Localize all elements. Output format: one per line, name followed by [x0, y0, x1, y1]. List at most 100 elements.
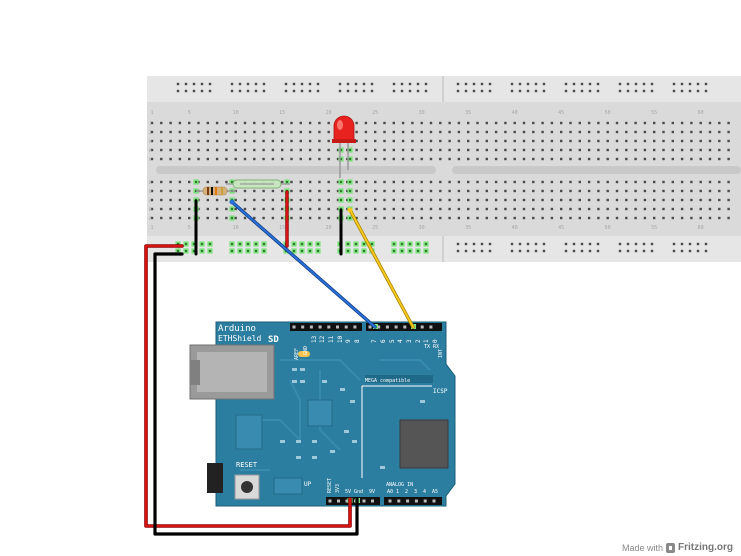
- smd-part: [350, 400, 355, 403]
- hole: [522, 157, 526, 161]
- up-label: UP: [304, 481, 312, 488]
- rail-hole: [464, 89, 468, 93]
- power-rail-top: [147, 76, 741, 102]
- rail-hole: [650, 249, 654, 253]
- hole: [253, 216, 256, 220]
- hole: [690, 130, 693, 134]
- hole: [634, 207, 637, 211]
- hole: [550, 180, 554, 184]
- rail-hole: [618, 249, 622, 253]
- column-number: 50: [605, 225, 611, 231]
- hole: [178, 148, 182, 152]
- reset-button[interactable]: [234, 474, 260, 500]
- digital-pin-label: 2: [415, 339, 422, 343]
- hole: [374, 207, 377, 211]
- hole: [206, 121, 209, 125]
- hole: [457, 198, 461, 202]
- column-number: 1: [150, 110, 153, 116]
- power-pin-label: 5V: [345, 489, 351, 495]
- hole: [718, 130, 721, 134]
- rail-hole: [534, 82, 538, 86]
- hole: [243, 207, 247, 211]
- analog-pin-label: 3: [414, 489, 417, 495]
- column-number: 1: [150, 225, 153, 231]
- hole: [281, 180, 284, 184]
- hole: [429, 189, 433, 193]
- hole: [457, 148, 461, 152]
- hole: [550, 207, 554, 211]
- hole: [448, 148, 451, 152]
- sd-slot: [207, 463, 223, 493]
- hole: [513, 189, 516, 193]
- hole: [606, 198, 609, 202]
- hole: [634, 180, 637, 184]
- hole: [513, 157, 516, 161]
- row-letter: B: [149, 207, 152, 213]
- hole: [429, 139, 433, 143]
- hole: [699, 198, 702, 202]
- hole: [411, 130, 414, 134]
- hole: [215, 121, 219, 125]
- hole: [550, 189, 554, 193]
- hole: [299, 130, 302, 134]
- hole: [188, 139, 191, 143]
- hole: [680, 189, 684, 193]
- hole: [550, 198, 554, 202]
- hole: [411, 216, 414, 220]
- rail-hole: [510, 249, 514, 253]
- rail-hole: [400, 89, 404, 93]
- row-letter: A: [149, 216, 152, 222]
- hole: [271, 121, 275, 125]
- power-pin-label: 3V3: [335, 484, 341, 493]
- hole: [318, 207, 321, 211]
- hole: [457, 139, 461, 143]
- hole: [392, 207, 395, 211]
- center-channel: [156, 166, 436, 174]
- hole: [643, 207, 647, 211]
- header-pin: [388, 499, 392, 503]
- hole: [560, 216, 563, 220]
- hole: [625, 207, 628, 211]
- hole: [578, 180, 581, 184]
- hole: [327, 130, 330, 134]
- hole: [494, 157, 498, 161]
- hole: [569, 130, 572, 134]
- hole: [671, 121, 674, 125]
- hole: [420, 198, 423, 202]
- hole: [374, 157, 377, 161]
- rail-hole: [672, 242, 676, 246]
- column-number: 5: [188, 110, 191, 116]
- hole: [234, 130, 237, 134]
- hole: [299, 157, 302, 161]
- row-letter: D: [149, 189, 152, 195]
- hole: [513, 148, 516, 152]
- hole: [718, 198, 721, 202]
- hole: [271, 189, 275, 193]
- hole: [457, 189, 461, 193]
- hole: [606, 139, 609, 143]
- hole: [234, 216, 237, 220]
- hole: [522, 189, 526, 193]
- column-number: 40: [512, 110, 518, 116]
- hole: [299, 189, 302, 193]
- hole: [615, 180, 619, 184]
- rail-hole: [392, 82, 396, 86]
- rail-hole: [262, 89, 266, 93]
- hole: [346, 216, 349, 220]
- hole: [178, 180, 182, 184]
- hole: [420, 189, 423, 193]
- column-number: 15: [279, 225, 285, 231]
- hole: [671, 180, 674, 184]
- hole: [560, 189, 563, 193]
- hole: [727, 207, 730, 211]
- rail-hole: [192, 89, 196, 93]
- hole: [718, 148, 721, 152]
- hole: [578, 139, 581, 143]
- hole: [318, 139, 321, 143]
- digital-pin-label: 9: [345, 339, 352, 343]
- hole: [429, 207, 433, 211]
- header-pin: [328, 499, 332, 503]
- hole: [160, 189, 163, 193]
- hole: [225, 216, 228, 220]
- rail-hole: [588, 242, 592, 246]
